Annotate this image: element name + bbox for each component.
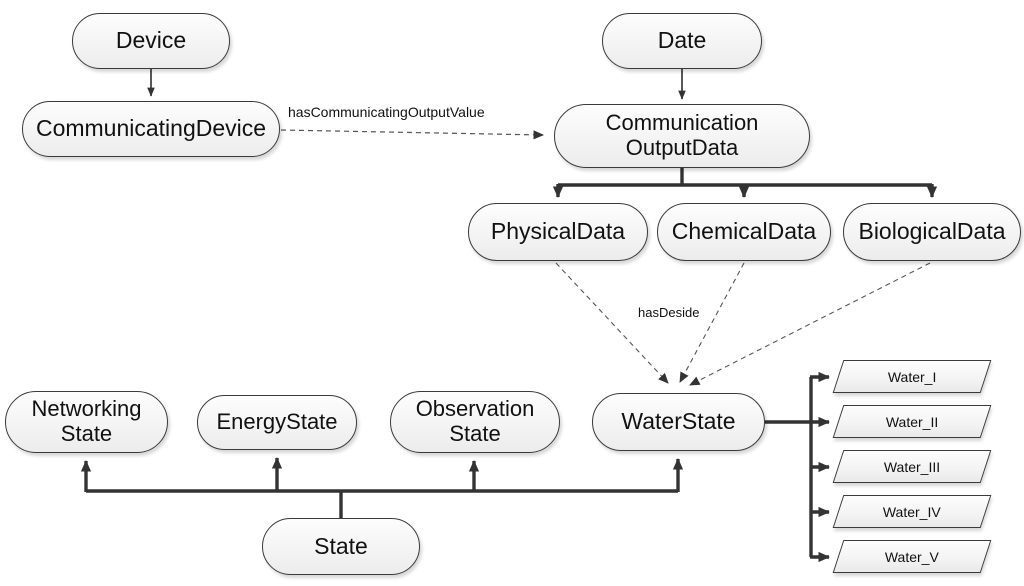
node-label: Date [657, 27, 707, 54]
node-device[interactable]: Device [72, 13, 230, 69]
node-label: CommunicatingDevice [35, 115, 267, 142]
node-date[interactable]: Date [602, 13, 762, 69]
node-water-iii[interactable]: Water_III [832, 450, 992, 483]
node-label: Water_I [887, 368, 937, 385]
edge-physicaldata-to-waterstate [555, 262, 669, 384]
node-energy-state[interactable]: EnergyState [197, 395, 357, 450]
node-water-v[interactable]: Water_V [832, 540, 992, 573]
node-physical-data[interactable]: PhysicalData [468, 203, 648, 261]
node-label: State [314, 532, 368, 559]
node-biological-data[interactable]: BiologicalData [843, 203, 1021, 261]
edge-state-subclasses [80, 457, 684, 518]
node-water-i[interactable]: Water_I [832, 360, 992, 393]
node-water-ii[interactable]: Water_II [832, 405, 992, 438]
edge-communicationoutputdata-subclasses [552, 168, 938, 198]
node-state[interactable]: State [262, 518, 420, 575]
node-label: Device [115, 27, 187, 54]
node-communicating-device[interactable]: CommunicatingDevice [22, 101, 280, 157]
node-label: WaterState [621, 408, 736, 435]
node-label: Water_IV [883, 503, 941, 520]
node-label: Water_V [885, 548, 939, 565]
edge-label-has-communicating-output-value: hasCommunicatingOutputValue [288, 104, 485, 120]
node-label: ChemicalData [671, 218, 817, 245]
node-water-state[interactable]: WaterState [592, 393, 765, 451]
edge-label-has-deside: hasDeside [638, 305, 700, 320]
node-label: Water_III [883, 458, 941, 475]
node-label: BiologicalData [858, 218, 1006, 245]
node-label: Water_II [885, 413, 939, 430]
edge-chemicaldata-to-waterstate [679, 262, 745, 383]
node-water-iv[interactable]: Water_IV [832, 495, 992, 528]
node-label: EnergyState [216, 409, 338, 435]
node-chemical-data[interactable]: ChemicalData [657, 203, 831, 261]
edge-waterstate-to-water-classes [765, 371, 830, 563]
edge-hascommunicatingoutputvalue [280, 129, 544, 140]
node-label: PhysicalData [490, 218, 626, 245]
